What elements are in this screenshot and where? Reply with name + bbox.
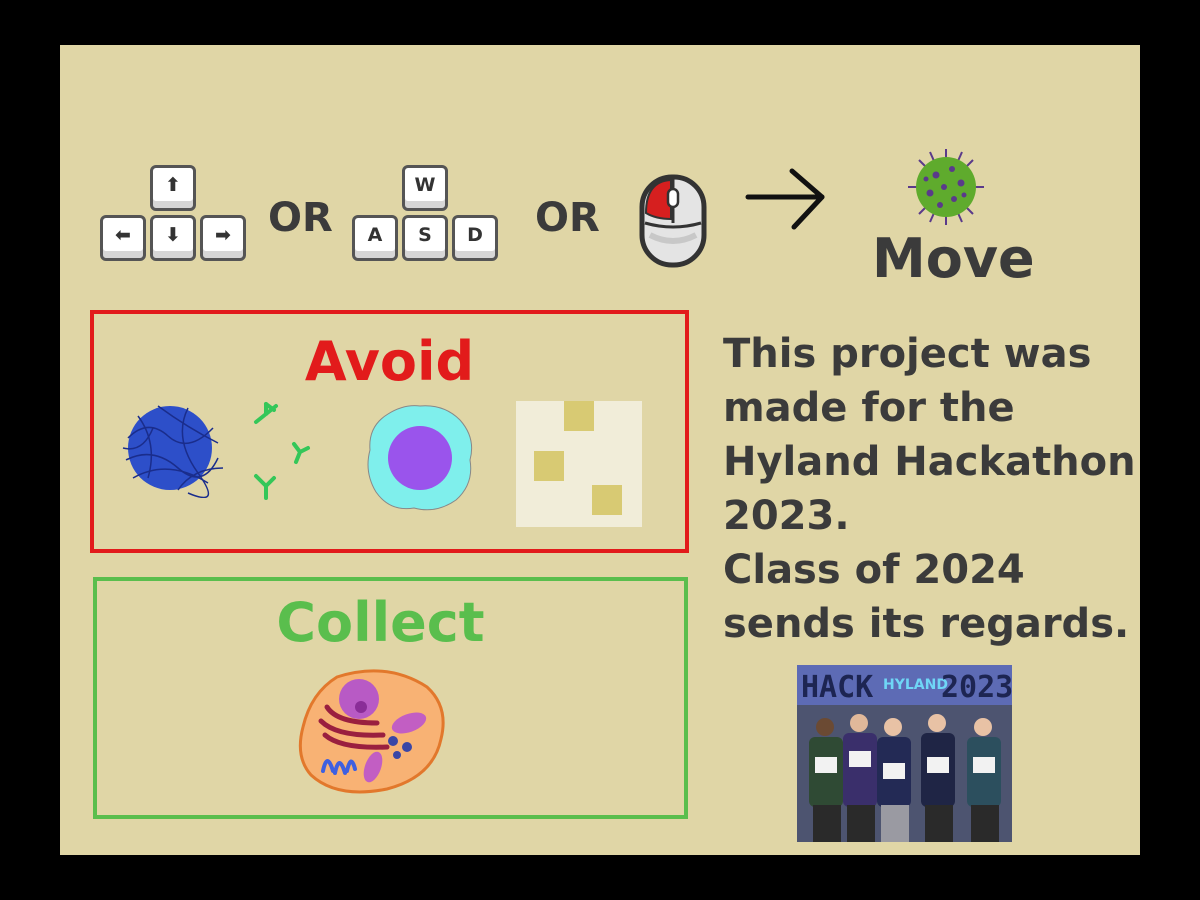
up-arrow-icon: ⬆ — [165, 174, 181, 196]
mouse-icon — [639, 174, 707, 268]
arrow-keys-group: ⬆ ⬅ ⬇ ➡ — [100, 165, 250, 265]
right-arrow-icon — [745, 168, 825, 230]
down-arrow-icon: ⬇ — [165, 224, 181, 246]
banner-hyland: HYLAND — [883, 677, 948, 693]
info-line: 2023. — [723, 493, 850, 539]
cell-icon — [298, 669, 445, 794]
info-line: made for the — [723, 385, 1015, 431]
d-key: D — [452, 215, 498, 261]
avoid-title: Avoid — [304, 330, 475, 393]
instructions-panel: ⬆ ⬅ ⬇ ➡ OR W A S D OR — [60, 45, 1140, 855]
w-key: W — [402, 165, 448, 211]
banner-hack: HACK — [801, 670, 873, 705]
up-arrow-key: ⬆ — [150, 165, 196, 211]
info-line: sends its regards. — [723, 601, 1130, 647]
team-photo-image: HACK HYLAND 2023 — [797, 665, 1012, 842]
left-arrow-key: ⬅ — [100, 215, 146, 261]
blue-virus-icon — [122, 405, 224, 498]
info-line: This project was — [723, 331, 1092, 377]
left-arrow-icon: ⬅ — [115, 224, 131, 246]
a-key: A — [352, 215, 398, 261]
or-label-1: OR — [268, 195, 333, 241]
tile-trap-icon — [516, 401, 642, 527]
virus-player-icon — [908, 149, 984, 225]
down-arrow-key: ⬇ — [150, 215, 196, 261]
team-photo: HACK HYLAND 2023 — [797, 665, 1012, 842]
banner-year: 2023 — [941, 670, 1012, 705]
collect-box: Collect — [93, 577, 688, 819]
info-line: Class of 2024 — [723, 547, 1025, 593]
or-label-2: OR — [535, 195, 600, 241]
antibody-icon — [254, 402, 310, 500]
s-key: S — [402, 215, 448, 261]
white-blood-cell-icon — [367, 405, 473, 511]
avoid-box: Avoid — [90, 310, 689, 553]
right-arrow-icon: ➡ — [215, 224, 231, 246]
info-line: Hyland Hackathon — [723, 439, 1136, 485]
move-label: Move — [872, 227, 1035, 290]
project-info: This project was made for the Hyland Hac… — [723, 327, 1136, 651]
right-arrow-key: ➡ — [200, 215, 246, 261]
collect-title: Collect — [276, 591, 485, 654]
wasd-keys-group: W A S D — [352, 165, 502, 265]
